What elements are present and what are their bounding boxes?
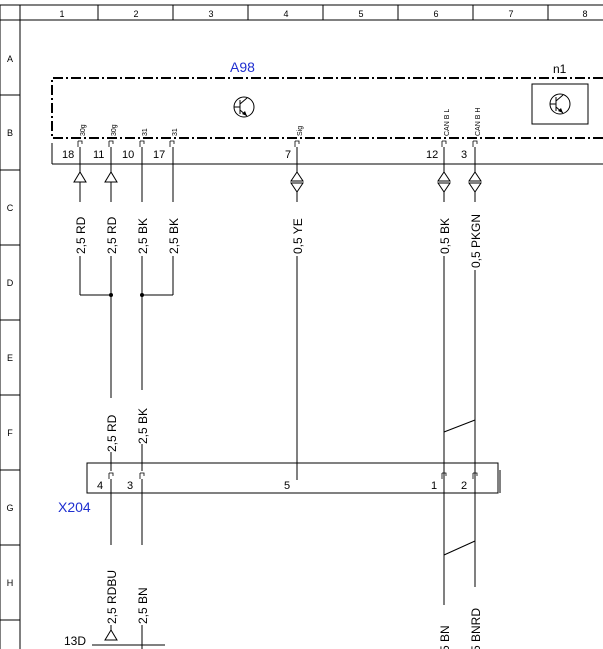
column-label: 2 bbox=[133, 9, 138, 19]
lower-wire-lines bbox=[92, 479, 476, 649]
pin-signal-label: 30g bbox=[80, 124, 87, 136]
row-label: G bbox=[6, 503, 13, 513]
upper-wire-lines bbox=[79, 147, 476, 480]
wire-label: 0,5 BNRD bbox=[469, 608, 483, 649]
n1-module-icon bbox=[531, 83, 589, 125]
wire-label: 2,5 RD bbox=[105, 414, 119, 452]
wire-label: 2,5 BN bbox=[136, 587, 150, 624]
wire-label: 2,5 BK bbox=[167, 218, 181, 254]
middle-wire-lines bbox=[110, 405, 476, 471]
n1-label: n1 bbox=[553, 62, 567, 76]
row-label: E bbox=[7, 353, 13, 363]
wire-label: 2,5 RD bbox=[105, 216, 119, 254]
pin-number: 3 bbox=[461, 149, 467, 161]
pin-signal-label: CAN B L bbox=[444, 109, 451, 136]
pin-number: 10 bbox=[122, 149, 134, 161]
x204-label: X204 bbox=[58, 499, 91, 515]
pin-signal-label: 31 bbox=[172, 128, 179, 136]
wire-label: 2,5 BK bbox=[136, 218, 150, 254]
column-label: 5 bbox=[358, 9, 363, 19]
pin-number: 18 bbox=[62, 149, 74, 161]
row-label: F bbox=[7, 428, 13, 438]
row-label: H bbox=[7, 578, 14, 588]
row-label: B bbox=[7, 128, 13, 138]
pin-terminals bbox=[77, 140, 478, 147]
wire-label: 2,5 RDBU bbox=[105, 570, 119, 624]
connector-pin-number: 5 bbox=[284, 480, 290, 492]
wire-label: 0,5 YE bbox=[291, 218, 305, 254]
pin-number: 17 bbox=[153, 149, 165, 161]
x204-connector bbox=[86, 462, 501, 494]
row-label: C bbox=[7, 203, 14, 213]
wire-label: 0,5 BK bbox=[438, 218, 452, 254]
wire-label: 0,5 PKGN bbox=[469, 214, 483, 268]
pin-signal-label: 31 bbox=[142, 128, 149, 136]
reference-label: 13D bbox=[64, 634, 86, 648]
pin-number: 12 bbox=[426, 149, 438, 161]
frame bbox=[0, 4, 603, 649]
row-label: A bbox=[7, 54, 13, 64]
pin-number: 7 bbox=[285, 149, 291, 161]
pin-signal-label: 30g bbox=[111, 124, 118, 136]
connector-pin-number: 4 bbox=[97, 480, 103, 492]
column-label: 7 bbox=[508, 9, 513, 19]
signal-arrows bbox=[73, 171, 482, 202]
connector-pin-number: 1 bbox=[431, 480, 437, 492]
column-label: 8 bbox=[582, 9, 587, 19]
pin-number: 11 bbox=[93, 149, 104, 161]
connector-pin-number: 3 bbox=[127, 480, 133, 492]
column-label: 1 bbox=[59, 9, 64, 19]
wire-label: 0,5 BN bbox=[438, 625, 452, 649]
a98-label: A98 bbox=[230, 59, 255, 75]
row-label: D bbox=[7, 278, 14, 288]
transistor-icon bbox=[233, 96, 255, 118]
pin-signal-label: Sig bbox=[297, 126, 304, 136]
column-label: 6 bbox=[433, 9, 438, 19]
pin-signal-label: CAN B H bbox=[475, 108, 482, 136]
column-label: 3 bbox=[208, 9, 213, 19]
a98-enclosure bbox=[51, 77, 603, 165]
wire-label: 2,5 BK bbox=[136, 408, 150, 444]
column-label: 4 bbox=[283, 9, 288, 19]
wire-label: 2,5 RD bbox=[74, 216, 88, 254]
connector-pin-number: 2 bbox=[461, 480, 467, 492]
